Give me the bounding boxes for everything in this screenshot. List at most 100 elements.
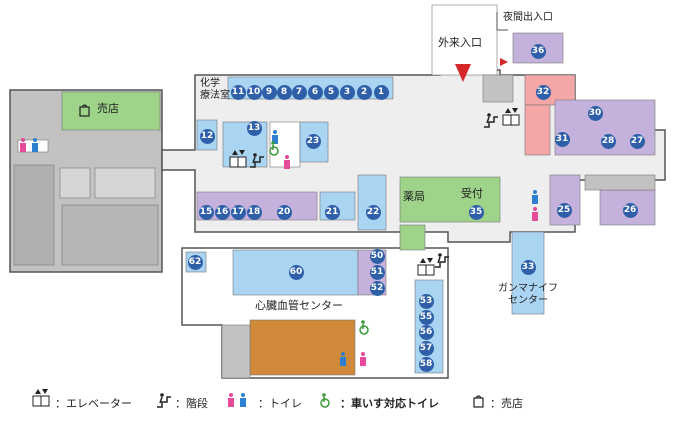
room-number-badge[interactable]: 23 <box>305 133 321 149</box>
stairs-icon <box>484 113 498 128</box>
gray-block <box>584 174 656 191</box>
room-number-badge[interactable]: 56 <box>418 324 434 340</box>
female-restroom-icon-head <box>21 138 25 142</box>
shop-icon <box>79 104 90 117</box>
legend-label-accessible-restroom-icon: ：車いす対応トイレ <box>340 397 439 410</box>
room-number-badge[interactable]: 12 <box>199 128 215 144</box>
room-number-badge[interactable]: 28 <box>600 133 616 149</box>
stairs-icon-head <box>487 113 491 117</box>
storage-room <box>13 164 55 266</box>
room-number-badge[interactable]: 7 <box>291 84 307 100</box>
room-number-badge[interactable]: 21 <box>324 204 340 220</box>
elevator-icon <box>32 389 50 407</box>
stairwell <box>482 74 514 103</box>
room-number-badge[interactable]: 30 <box>587 105 603 121</box>
room-number-badge[interactable]: 33 <box>520 259 536 275</box>
room-number-badge[interactable]: 8 <box>276 84 292 100</box>
room-number-badge[interactable]: 35 <box>468 204 484 220</box>
room-number-badge[interactable]: 60 <box>288 264 304 280</box>
room-number-badge[interactable]: 25 <box>556 202 572 218</box>
room-number-badge[interactable]: 36 <box>530 43 546 59</box>
male-restroom-icon <box>272 130 278 144</box>
female-restroom-icon <box>360 352 366 366</box>
elevator-up-arrow <box>35 389 41 394</box>
storage-room <box>94 167 156 199</box>
room-number-badge[interactable]: 58 <box>418 356 434 372</box>
pharmacy-label: 薬局 <box>403 190 425 203</box>
room-number-badge[interactable]: 50 <box>369 248 385 264</box>
shop-room <box>61 91 161 131</box>
room-number-badge[interactable]: 53 <box>418 293 434 309</box>
female-restroom-icon-head <box>229 393 233 397</box>
elevator-icon <box>229 150 247 168</box>
room-number-badge[interactable]: 11 <box>230 84 246 100</box>
room-number-badge[interactable]: 6 <box>307 84 323 100</box>
stairs-icon-steps <box>435 256 449 268</box>
room-number-badge[interactable]: 1 <box>373 84 389 100</box>
female-restroom-icon-body <box>532 212 538 221</box>
stairs-icon-head <box>438 253 442 257</box>
reception-label: 受付 <box>461 187 483 200</box>
accessible-icon-head <box>322 393 326 397</box>
shop-icon-bag <box>473 397 484 408</box>
room-number-badge[interactable]: 5 <box>323 84 339 100</box>
accessible-icon-wheel <box>269 146 279 156</box>
accessible-icon-wheel <box>320 398 330 408</box>
room-number-badge[interactable]: 62 <box>187 254 203 270</box>
female-restroom-icon <box>20 138 26 152</box>
room-number-badge[interactable]: 15 <box>198 204 214 220</box>
accessible-icon <box>320 393 330 408</box>
legend-label-elevator-icon: ：エレベーター <box>55 397 132 410</box>
stairs-icon-body <box>486 116 490 124</box>
legend-label-restroom-icon: ：トイレ <box>258 397 302 410</box>
male-restroom-icon-head <box>341 352 345 356</box>
shop-icon-bag <box>79 106 90 117</box>
room-number-badge[interactable]: 20 <box>276 204 292 220</box>
room-number-badge[interactable]: 31 <box>554 131 570 147</box>
room-number-badge[interactable]: 22 <box>365 204 381 220</box>
pharmacy-extension <box>399 224 426 251</box>
room-number-badge[interactable]: 57 <box>418 340 434 356</box>
room-number-badge[interactable]: 32 <box>535 84 551 100</box>
room-number-badge[interactable]: 16 <box>214 204 230 220</box>
accessible-icon <box>269 141 279 156</box>
room-22 <box>357 174 387 231</box>
room-number-badge[interactable]: 10 <box>246 84 262 100</box>
room-number-badge[interactable]: 9 <box>261 84 277 100</box>
room-number-badge[interactable]: 27 <box>629 133 645 149</box>
room-number-badge[interactable]: 13 <box>246 120 262 136</box>
elevator-up-arrow <box>232 150 238 155</box>
female-restroom-icon <box>532 207 538 221</box>
female-restroom-icon-head <box>533 207 537 211</box>
room-number-badge[interactable]: 55 <box>418 309 434 325</box>
male-restroom-icon-head <box>241 393 245 397</box>
stairs-icon-body <box>252 156 256 164</box>
pink-area <box>524 104 551 156</box>
night-entrance-label: 夜間出入口 <box>503 12 553 23</box>
heart-center-label: 心臓血管センター <box>255 299 343 312</box>
elevator-up-arrow <box>420 258 426 263</box>
room-number-badge[interactable]: 3 <box>339 84 355 100</box>
accessible-icon <box>359 320 369 335</box>
room-number-badge[interactable]: 2 <box>356 84 372 100</box>
legend-label-stairs-icon: ：階段 <box>175 397 208 410</box>
room-number-badge[interactable]: 18 <box>246 204 262 220</box>
room-number-badge[interactable]: 52 <box>369 280 385 296</box>
stairs-icon-head <box>160 393 164 397</box>
legend-label-shop-icon: ：売店 <box>490 397 523 410</box>
room-number-badge[interactable]: 26 <box>622 202 638 218</box>
main-entrance-marker <box>455 64 471 82</box>
stairs-icon-body <box>159 396 163 404</box>
room-number-badge[interactable]: 17 <box>230 204 246 220</box>
elevator-down-arrow <box>512 108 518 113</box>
gamma-knife-label: ガンマナイフセンター <box>498 283 558 306</box>
male-restroom-icon <box>340 352 346 366</box>
male-restroom-icon <box>32 138 38 152</box>
female-restroom-icon-body <box>360 357 366 366</box>
elevator-down-arrow <box>239 150 245 155</box>
room-number-badge[interactable]: 51 <box>369 264 385 280</box>
shop-icon-handle <box>475 395 482 399</box>
chemo-label: 化学療法室 <box>200 78 230 101</box>
main-entrance-label: 外来入口 <box>438 36 482 49</box>
